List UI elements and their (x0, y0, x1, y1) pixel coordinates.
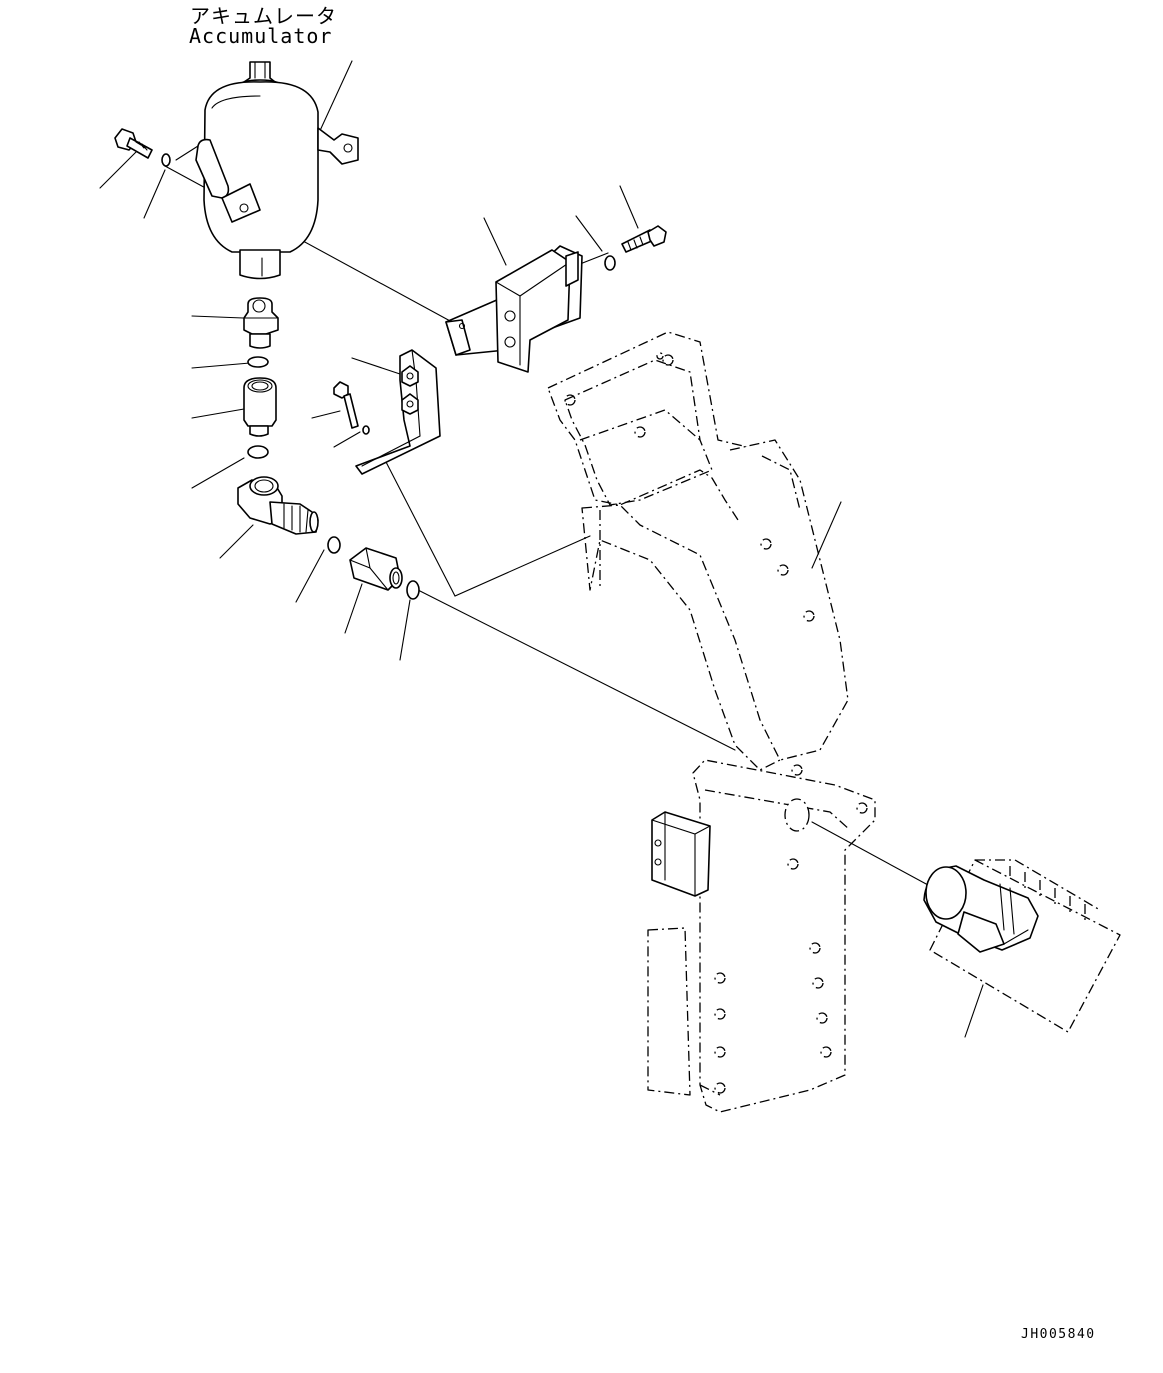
accumulator-label-english: Accumulator (189, 24, 333, 48)
bolt-right (621, 225, 667, 253)
o-ring-4 (406, 580, 420, 600)
connection-lines (99, 60, 984, 1038)
o-ring-1 (247, 356, 269, 368)
frame-phantom (547, 331, 1121, 1113)
elbow-fitting (237, 476, 319, 535)
l-bracket (355, 349, 441, 475)
mounting-bracket (445, 245, 583, 373)
adapter-fitting (243, 377, 277, 437)
drawing-code: JH005840 (1021, 1327, 1096, 1342)
washer-small (362, 425, 370, 435)
washer-top-left (161, 153, 171, 167)
accumulator-body (175, 61, 359, 280)
o-ring-3 (327, 536, 341, 554)
washer-right (604, 255, 616, 271)
accumulator-label-japanese: アキュムレータ (190, 4, 337, 28)
straight-connector (349, 547, 403, 591)
o-ring-2 (247, 445, 269, 459)
connector-fitting (243, 297, 279, 349)
valve-assembly (923, 865, 1039, 953)
bolt-top-left (114, 128, 153, 159)
bolt-small (333, 381, 359, 429)
